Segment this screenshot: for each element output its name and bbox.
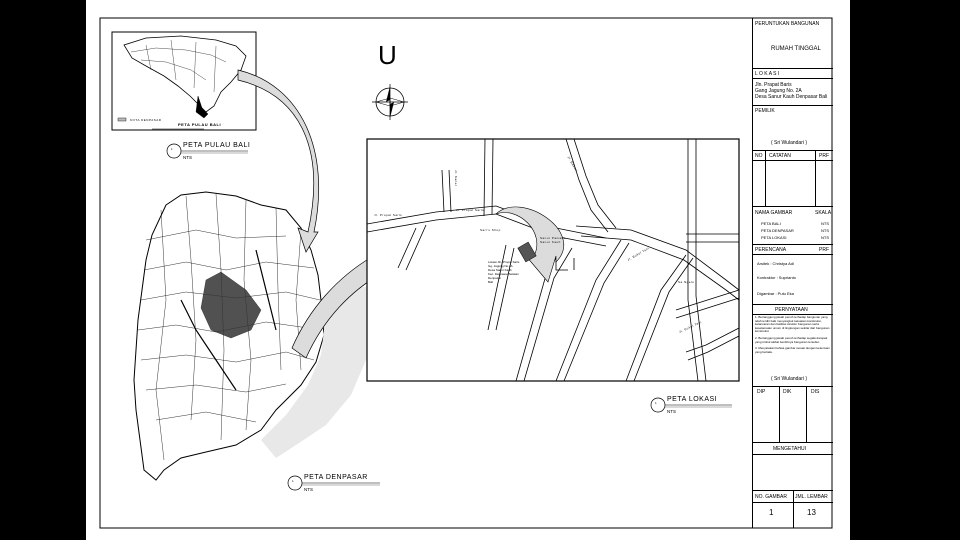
drawing-sheet: PETA PULAU BALI KOTA DENPASAR 1 PETA PUL… [86, 0, 850, 540]
pernyataan-items: 1. Bertanggung jawab penuh terhadap bang… [755, 315, 830, 354]
callout-lokasi-scale: NTS [667, 409, 676, 414]
pemilik-label: PEMILIK [755, 108, 775, 114]
perencana-label: PERENCANA [755, 247, 787, 253]
approval-dik: DIK [783, 389, 792, 395]
pemilik-value: ( Sri Wulandari ) [771, 140, 808, 146]
denpasar-map [133, 191, 406, 481]
north-arrow-icon [372, 84, 408, 120]
callout-lokasi-title: PETA LOKASI [667, 396, 718, 403]
drawing-1-name: PETA BALI [761, 221, 781, 226]
inset-legend: KOTA DENPASAR [130, 118, 162, 122]
callout-bali-scale: NTS [183, 155, 192, 160]
location-map [366, 138, 740, 382]
catatan-no-header: NO [755, 153, 763, 159]
pernyataan-label: PERNYATAAN [775, 307, 808, 313]
catatan-prf-header: PRF [819, 153, 829, 159]
signature: ( Sri Wulandari ) [771, 376, 808, 382]
approval-dip: DIP [757, 389, 766, 395]
nama-gambar-label: NAMA GAMBAR [755, 210, 793, 216]
callout-denpasar-title: PETA DENPASAR [304, 474, 368, 481]
callout-bali-title: PETA PULAU BALI [183, 142, 251, 149]
skala-label: SKALA [815, 210, 832, 216]
approval-dis: DIS [811, 389, 820, 395]
callout-bali-marker [166, 143, 248, 159]
drawing-canvas [99, 17, 833, 529]
peruntukan-label: PERUNTUKAN BANGUNAN [755, 21, 820, 27]
callout-denpasar-marker [287, 475, 380, 491]
drawing-3-name: PETA LOKASI [761, 235, 787, 240]
peruntukan-value: RUMAH TINGGAL [771, 46, 821, 52]
arsitek: Arsitek : Christya Adi [757, 261, 794, 266]
digambar: Digambar : Putu Eka [757, 291, 794, 296]
mengetahui: MENGETAHUI [773, 446, 806, 452]
drawing-3-scale: NTS [821, 235, 829, 240]
north-letter: U [378, 40, 397, 70]
site-shop-label: Sari's Shop [480, 228, 501, 232]
drawing-1-scale: NTS [821, 221, 829, 226]
jml-lembar-value: 13 [807, 508, 816, 517]
street-label-3: Jl. Kanal [454, 169, 459, 187]
site-note: Lokasi Jln. Propal Sarls Gg. Jagung No.2… [488, 260, 520, 284]
inset-title: PETA PULAU BALI [178, 122, 222, 127]
site-marker [517, 241, 537, 263]
school-label: Sanur Pamaka Sanur Kauh [540, 236, 566, 244]
lokasi-line-2: Gang Jagung No. 2A [755, 88, 802, 94]
drawing-2-name: PETA DENPASAR [761, 228, 794, 233]
lokasi-line-3: Desa Sanur Kauh Denpasar Bali [755, 94, 828, 100]
callout-lokasi-number: 1 [655, 401, 658, 405]
street-label-7: Sa Ngelu [678, 280, 695, 284]
jml-lembar-label: JML. LEMBAR [795, 494, 828, 500]
callout-bali-number: 1 [171, 147, 174, 151]
kontraktor: Kontraktor : Suprianto [757, 275, 796, 280]
no-gambar-label: NO. GAMBAR [755, 494, 787, 500]
lokasi-label: L O K A S I [755, 71, 780, 77]
lokasi-line-1: Jln. Prapat Baris [755, 82, 792, 88]
callout-denpasar-scale: NTS [304, 487, 313, 492]
street-label-1: Jl. Propal Sarls [374, 213, 403, 217]
no-gambar-value: 1 [769, 508, 774, 517]
drawing-2-scale: NTS [821, 228, 829, 233]
street-label-2: Jl. Propal Sarls [456, 208, 485, 212]
perencana-prf: PRF [819, 247, 829, 253]
title-block: PERUNTUKAN BANGUNAN RUMAH TINGGAL L O K … [752, 18, 833, 528]
catatan-header: CATATAN [769, 153, 791, 159]
callout-lokasi-marker [650, 397, 732, 413]
sheet-border [99, 17, 833, 529]
arrow-bali-to-denpasar [237, 69, 320, 253]
callout-denpasar-number: 1 [292, 479, 295, 483]
inset-map [111, 31, 257, 131]
